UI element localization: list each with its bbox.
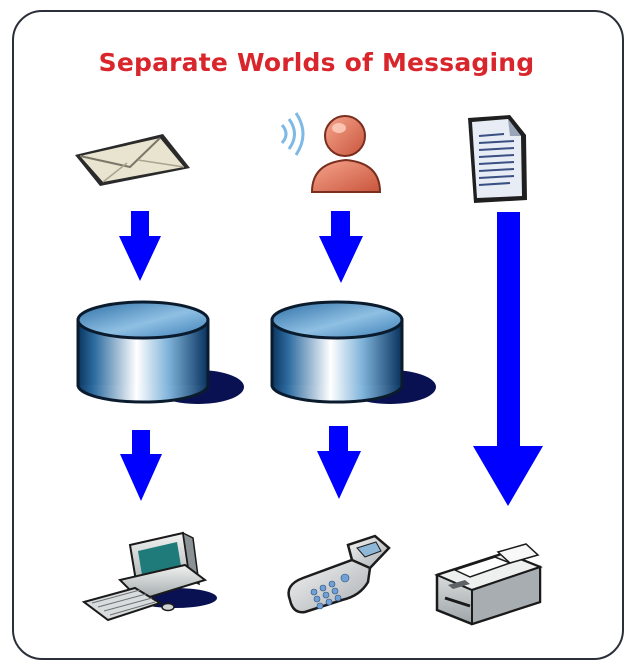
document-icon <box>468 115 527 203</box>
arrow-envelope-to-store-1 <box>119 211 161 281</box>
diagram-canvas <box>75 112 543 626</box>
fax-printer-icon <box>434 543 543 626</box>
arrow-person-to-store-2 <box>319 211 363 283</box>
envelope-icon <box>75 134 190 186</box>
mobile-phone-icon <box>287 534 391 614</box>
arrow-store-2-to-phone <box>317 426 361 499</box>
diagram-title: Separate Worlds of Messaging <box>98 48 535 77</box>
database-cylinder-icon <box>270 300 436 404</box>
arrow-store-1-to-computer <box>120 430 162 501</box>
person-speaking-icon <box>280 112 382 193</box>
database-cylinder-icon <box>76 300 244 404</box>
arrow-document-to-fax <box>473 212 543 506</box>
desktop-computer-icon <box>81 531 217 622</box>
